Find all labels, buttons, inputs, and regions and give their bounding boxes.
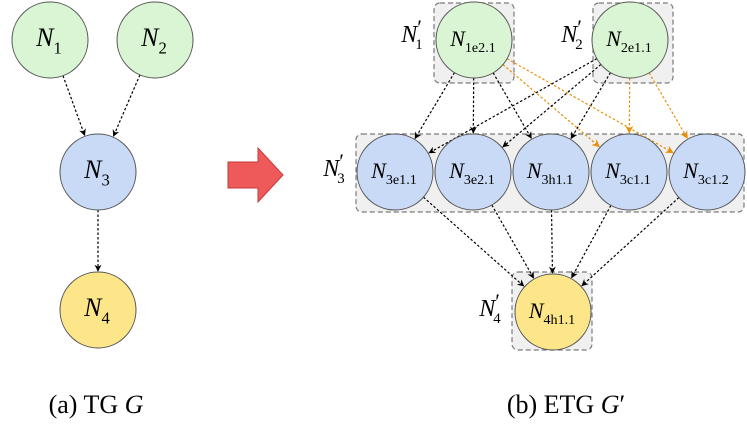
node-circle <box>590 133 668 211</box>
edge-a-c1 <box>414 72 456 140</box>
node-circle <box>514 273 592 351</box>
edge-c3-d <box>548 209 556 274</box>
node-c4: N3c1.1 <box>590 133 668 211</box>
group-label-g2: N′2 <box>560 15 582 53</box>
caption-tg-text: (a) TG <box>49 390 125 419</box>
node-circle <box>512 133 590 211</box>
group-label-g4: N′4 <box>478 289 501 327</box>
edge-b-c1 <box>428 58 598 154</box>
transform-arrow <box>227 146 284 204</box>
edge-b-c5 <box>648 72 688 140</box>
group-label-g3: N′3 <box>322 149 344 187</box>
node-b: N2e1.1 <box>591 1 669 79</box>
node-label: N3c1.2 <box>682 158 729 188</box>
node-label: N3e2.1 <box>448 158 495 188</box>
edge-c4-d <box>571 205 612 279</box>
node-n4: N4 <box>59 271 137 349</box>
node-n2: N2 <box>116 1 194 79</box>
edge-b-c2 <box>502 63 602 148</box>
edges <box>62 58 688 287</box>
edge-c5-d <box>581 197 680 287</box>
node-circle <box>59 133 137 211</box>
node-circle <box>434 133 512 211</box>
edge-c2-d <box>491 204 535 279</box>
node-circle <box>435 1 513 79</box>
node-c5: N3c1.2 <box>668 133 746 211</box>
node-circle <box>59 271 137 349</box>
node-circle <box>11 1 89 79</box>
node-a: N1e2.1 <box>435 1 513 79</box>
caption-tg: (a) TG G <box>49 390 144 419</box>
node-n3: N3 <box>59 133 137 211</box>
node-label: N2e1.1 <box>605 26 652 56</box>
node-label: N4h1.1 <box>528 298 575 328</box>
node-label: N3e1.1 <box>370 158 417 188</box>
node-label: N1e2.1 <box>449 26 496 56</box>
node-c2: N3e2.1 <box>434 133 512 211</box>
node-circle <box>116 1 194 79</box>
node-circle <box>668 133 746 211</box>
node-circle <box>591 1 669 79</box>
node-label: N4 <box>83 293 110 327</box>
node-label: N1 <box>35 23 62 57</box>
node-label: N3h1.1 <box>526 158 573 188</box>
edge-n1-n3 <box>62 75 86 137</box>
group-label-g1: N′1 <box>400 15 422 53</box>
node-label: N2 <box>140 23 167 57</box>
edge-b-c3 <box>570 72 612 140</box>
node-label: N3c1.1 <box>604 158 651 188</box>
node-circle <box>356 133 434 211</box>
node-d: N4h1.1 <box>514 273 592 351</box>
node-label: N3 <box>83 155 110 189</box>
node-c1: N3e1.1 <box>356 133 434 211</box>
caption-etg: (b) ETG G′ <box>507 390 625 419</box>
node-n1: N1 <box>11 1 89 79</box>
node-c3: N3h1.1 <box>512 133 590 211</box>
edge-a-c5 <box>506 58 674 154</box>
edge-n2-n3 <box>112 74 141 137</box>
